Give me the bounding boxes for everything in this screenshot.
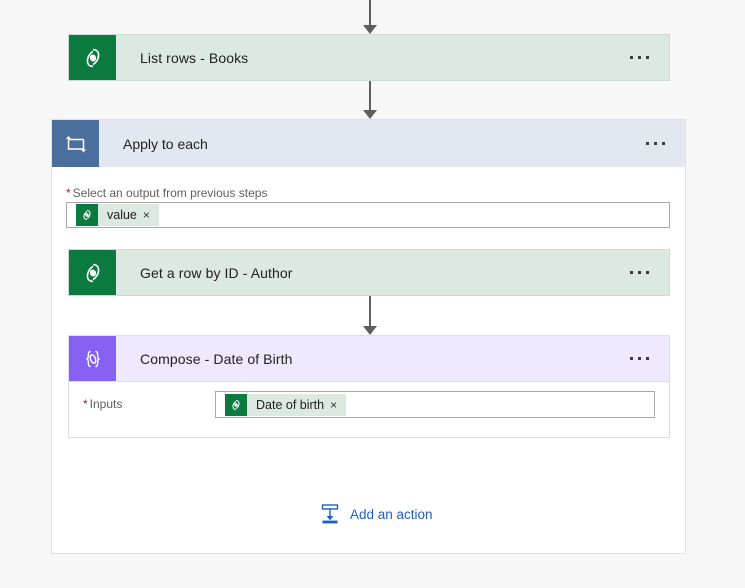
action-card-get-a-row-by-id-author[interactable]: Get a row by ID - Author bbox=[68, 249, 670, 296]
token-remove-icon[interactable]: × bbox=[142, 208, 150, 222]
required-asterisk: * bbox=[66, 186, 71, 200]
token-remove-icon[interactable]: × bbox=[330, 397, 338, 412]
more-commands-icon bbox=[630, 357, 649, 360]
connector-stem bbox=[369, 0, 371, 26]
connector-stem bbox=[369, 81, 371, 111]
token-chip-value[interactable]: value × bbox=[76, 204, 159, 226]
connector-arrowhead bbox=[363, 110, 377, 119]
token-label: Date of birth bbox=[256, 397, 325, 412]
select-output-label: *Select an output from previous steps bbox=[66, 186, 267, 200]
action-card-compose-date-of-birth[interactable]: Compose - Date of Birth bbox=[68, 335, 670, 382]
more-commands-icon bbox=[630, 56, 649, 59]
add-action-icon bbox=[319, 503, 341, 525]
dataverse-icon bbox=[69, 250, 116, 295]
scope-title: Apply to each bbox=[123, 135, 208, 152]
more-commands-icon bbox=[646, 142, 665, 145]
select-output-label-text: Select an output from previous steps bbox=[72, 186, 268, 200]
connector-arrowhead bbox=[363, 25, 377, 34]
token-label: value bbox=[107, 208, 137, 222]
action-title: Get a row by ID - Author bbox=[140, 264, 293, 281]
more-commands-button[interactable] bbox=[630, 250, 669, 295]
add-an-action-button[interactable]: Add an action bbox=[319, 503, 433, 525]
connector-arrow-top bbox=[358, 0, 382, 34]
loop-icon bbox=[52, 120, 99, 167]
more-commands-button[interactable] bbox=[630, 336, 669, 381]
action-title: Compose - Date of Birth bbox=[140, 350, 293, 367]
token-chip-date-of-birth[interactable]: Date of birth × bbox=[225, 393, 347, 416]
more-commands-icon bbox=[630, 271, 649, 274]
inputs-label: *Inputs bbox=[83, 397, 122, 411]
compose-braces-icon bbox=[69, 336, 116, 381]
dataverse-icon bbox=[225, 393, 247, 416]
required-asterisk: * bbox=[83, 397, 88, 411]
compose-inputs-input[interactable]: Date of birth × bbox=[215, 391, 655, 418]
dataverse-icon bbox=[69, 35, 116, 80]
scope-header[interactable]: Apply to each bbox=[52, 120, 685, 167]
connector-arrow-to-scope bbox=[358, 81, 382, 119]
inputs-label-text: Inputs bbox=[89, 397, 123, 411]
more-commands-button[interactable] bbox=[630, 35, 669, 80]
add-an-action-label: Add an action bbox=[350, 506, 433, 522]
action-card-list-rows-books[interactable]: List rows - Books bbox=[68, 34, 670, 81]
more-commands-button[interactable] bbox=[646, 120, 685, 167]
action-title: List rows - Books bbox=[140, 49, 249, 66]
select-output-input[interactable]: value × bbox=[66, 202, 670, 228]
dataverse-icon bbox=[76, 204, 98, 226]
